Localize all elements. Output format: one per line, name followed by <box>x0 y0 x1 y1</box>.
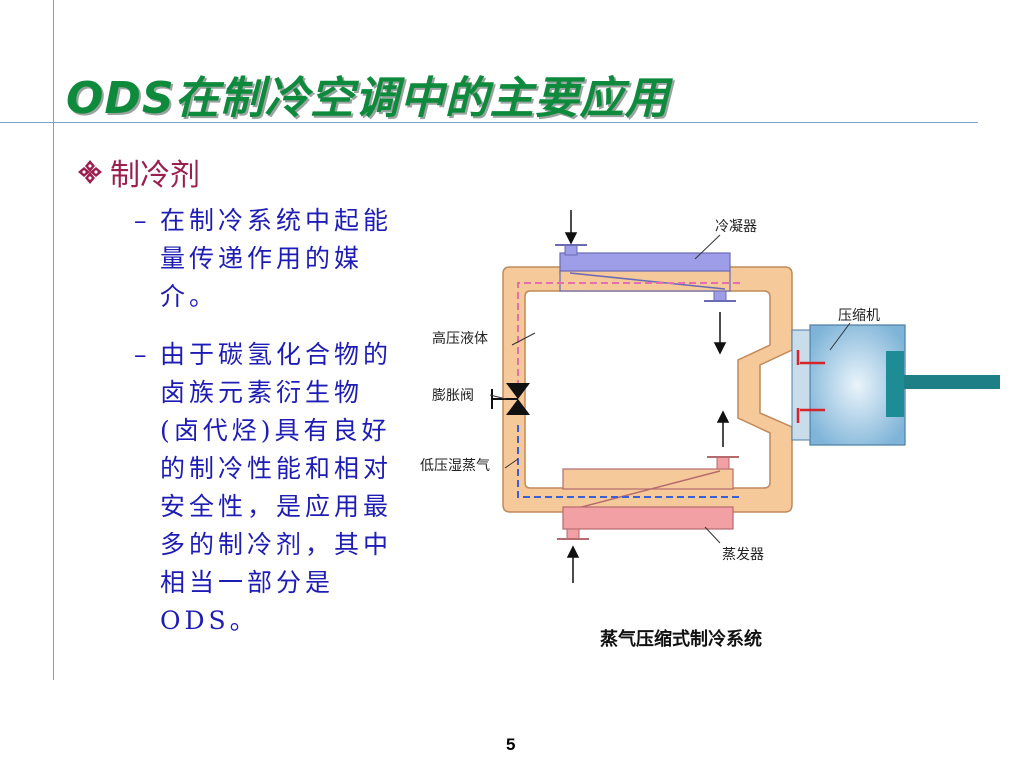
refrigeration-diagram: 冷凝器 压缩机 高压液体 膨胀阀 低压湿蒸气 蒸发器 蒸气压缩式制冷系统 <box>420 210 1000 650</box>
bullet-item: 制冷剂 <box>76 150 200 194</box>
evaporator-label: 蒸发器 <box>722 547 764 563</box>
high-pressure-liquid-label: 高压液体 <box>432 330 488 347</box>
diamond-bullet-icon <box>78 160 102 184</box>
title-underline <box>0 122 978 123</box>
compressor-label: 压缩机 <box>838 308 880 324</box>
page-number: 5 <box>506 735 516 754</box>
flow-arrows <box>564 210 730 583</box>
refrigerant-pipe <box>502 266 793 513</box>
sub-item-1: – 在制冷系统中起能量传递作用的媒介。 <box>134 202 404 316</box>
left-guide-line <box>53 0 54 680</box>
low-pressure-flow-line <box>517 425 740 498</box>
evaporator-body <box>562 506 734 530</box>
evaporator-top <box>562 468 734 490</box>
sub-item-dash: – <box>134 206 151 235</box>
sub-item-dash: – <box>134 340 151 369</box>
sub-item-2: – 由于碳氢化合物的卤族元素衍生物(卤代烃)具有良好的制冷性能和相对安全性，是应… <box>134 336 404 640</box>
bullet-text: 制冷剂 <box>110 158 200 193</box>
slide-title: ODS在制冷空调中的主要应用 <box>66 73 670 124</box>
diagram-caption: 蒸气压缩式制冷系统 <box>600 628 762 650</box>
compressor-icon <box>791 324 1000 446</box>
expansion-valve-icon <box>491 383 530 415</box>
sub-item-1-text: 在制冷系统中起能量传递作用的媒介。 <box>160 206 393 311</box>
expansion-valve-label: 膨胀阀 <box>432 387 474 404</box>
condenser-body <box>559 252 731 274</box>
low-pressure-vapor-label: 低压湿蒸气 <box>420 458 490 474</box>
condenser-label: 冷凝器 <box>715 219 757 235</box>
high-pressure-flow-line <box>517 282 740 410</box>
sub-item-2-text: 由于碳氢化合物的卤族元素衍生物(卤代烃)具有良好的制冷性能和相对安全性，是应用最… <box>160 340 393 635</box>
